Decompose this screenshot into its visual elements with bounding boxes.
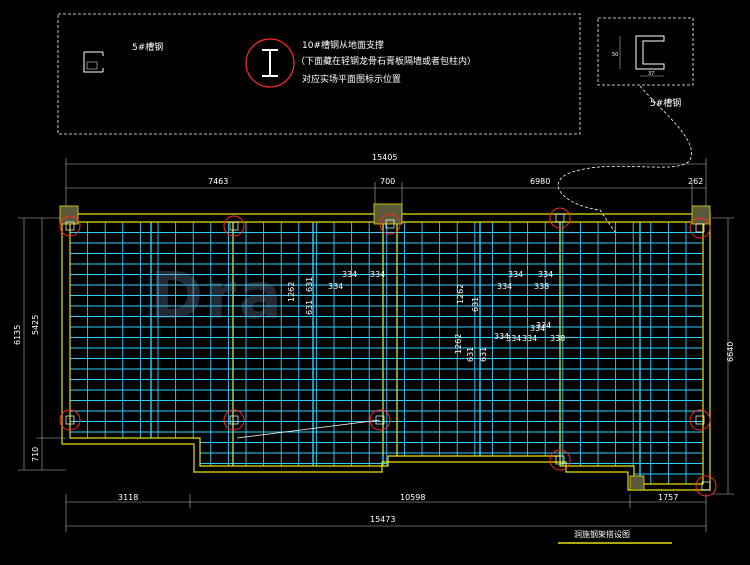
mark: 334: [522, 334, 537, 343]
detail-box: [597, 17, 694, 86]
support-points: [59, 207, 717, 497]
support-circle: [549, 207, 571, 229]
mark: 334: [530, 324, 545, 333]
support-plate: [65, 221, 75, 231]
support-plate: [229, 221, 239, 231]
dim-left-inner: 5425: [31, 315, 40, 335]
watermark: Dra: [150, 260, 284, 334]
detail-label: 5#槽钢: [650, 97, 681, 109]
support-plate: [695, 223, 705, 233]
wall-outline: [61, 213, 711, 491]
support-plate: [375, 415, 385, 425]
columns: [59, 203, 711, 491]
mark: 631: [466, 347, 475, 362]
mark: 334: [508, 270, 523, 279]
plan-marks: 334 334 334 631 631 1262 334 334 334 338…: [287, 270, 565, 362]
support-circle: [223, 409, 245, 431]
dim-right: 6640: [726, 342, 735, 362]
support-plate: [555, 213, 565, 223]
beam-legend: 10#槽钢从地面支撑 （下面藏在轻钢龙骨石膏板隔墙或者包柱内） 对应实场平面图标…: [245, 38, 476, 88]
profile-dim-width: 37: [648, 71, 654, 77]
mark: 334: [370, 270, 385, 279]
mark: 1262: [287, 282, 296, 302]
mark: 334: [538, 270, 553, 279]
mark: 631: [305, 277, 314, 292]
dim-left-outer: 6135: [13, 325, 22, 345]
dim-bottom-seg-1: 3118: [118, 493, 138, 502]
column-top-left: [59, 205, 79, 225]
beam-title: 10#槽钢从地面支撑: [302, 39, 384, 51]
legend-box: [57, 13, 581, 135]
support-circle: [223, 215, 245, 237]
i-beam-icon: [262, 49, 278, 77]
mark: 631: [479, 347, 488, 362]
mark: 1262: [454, 334, 463, 354]
profile-outline: [635, 35, 665, 70]
profile-dim-height: 50: [612, 52, 618, 58]
channel-steel-label: 5#槽钢: [132, 41, 163, 53]
dim-top-seg-1: 7463: [208, 177, 228, 186]
mark: 334: [342, 270, 357, 279]
support-circle: [689, 409, 711, 431]
support-circle: [695, 475, 717, 497]
support-circle: [379, 213, 401, 235]
mark: 334: [328, 282, 343, 291]
support-circle: [549, 449, 571, 471]
beam-location: 对应实场平面图标示位置: [302, 73, 401, 85]
dim-top-seg-2: 700: [380, 177, 395, 186]
beam-note: （下面藏在轻钢龙骨石膏板隔墙或者包柱内）: [296, 55, 476, 67]
channel-steel-legend: 5#槽钢: [83, 41, 163, 73]
dim-top-total: 15405: [372, 153, 397, 162]
dim-bottom-seg-2: 10598: [400, 493, 425, 502]
support-plate: [65, 415, 75, 425]
mark: 338: [534, 282, 549, 291]
detail-leader-line: [557, 85, 692, 233]
top-dimension-chain: 15405 7463 700 6980 262: [65, 153, 707, 206]
dim-top-seg-3: 6980: [530, 177, 550, 186]
support-plate: [701, 481, 711, 491]
mark: 334: [494, 332, 509, 341]
channel-section-icon: [83, 51, 104, 73]
dim-bottom-total: 15473: [370, 515, 395, 524]
left-dimension-chain: 6135 5425 710: [13, 217, 66, 471]
support-circle: [689, 217, 711, 239]
mark: 338: [550, 334, 565, 343]
support-circle: [59, 215, 81, 237]
support-plate: [229, 415, 239, 425]
support-circle-icon: [245, 38, 295, 88]
dim-bottom-seg-3: 1757: [658, 493, 678, 502]
channel-profile-detail: 50 37: [612, 35, 665, 77]
mark: 334: [497, 282, 512, 291]
support-plate: [555, 455, 565, 465]
dim-left-bottom: 710: [31, 447, 40, 462]
support-circle: [59, 409, 81, 431]
dim-top-seg-4: 262: [688, 177, 703, 186]
column-bottom-right: [629, 475, 645, 491]
support-plate: [385, 219, 395, 229]
bottom-dimension-chain: 3118 10598 1757 15473: [65, 493, 707, 532]
right-dimension: 6640: [712, 217, 735, 495]
stair-break-line: [236, 419, 381, 439]
drawing-title: 洞施钢架搭设图: [574, 529, 630, 539]
support-circle: [369, 409, 391, 431]
mark: 631: [305, 300, 314, 315]
drawing-title-block: 洞施钢架搭设图: [558, 529, 672, 544]
mark: 334: [536, 321, 551, 330]
mark: 334: [506, 334, 521, 343]
mark: 631: [471, 297, 480, 312]
mark: 1262: [456, 284, 465, 304]
support-plate: [695, 415, 705, 425]
